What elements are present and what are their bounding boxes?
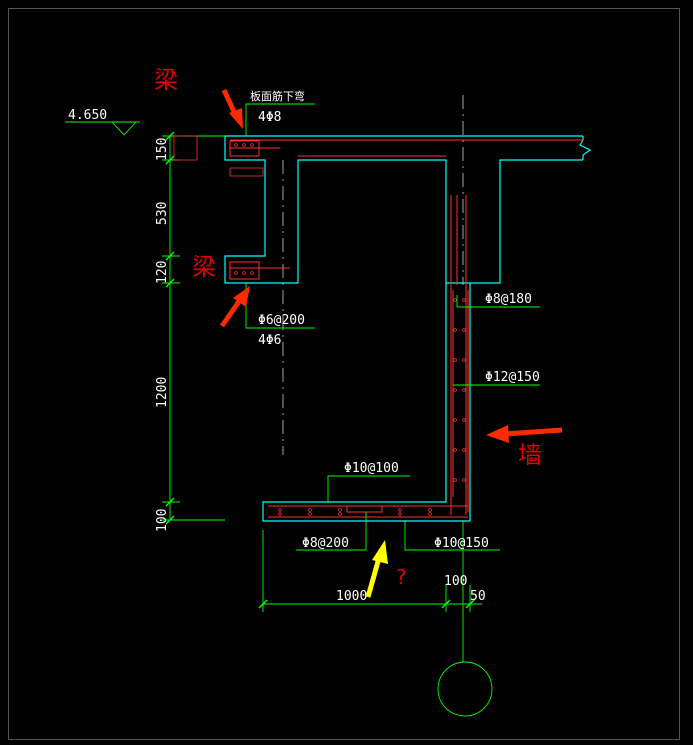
rebar-labels: 板面筋下弯 4Φ8 Φ6@200 4Φ6 Φ8@180 Φ12@150 Φ10@…: [250, 89, 540, 551]
dim-530: 530: [155, 202, 170, 225]
dim-1000: 1000: [336, 589, 367, 604]
annotation-beam-mid: 梁: [192, 253, 216, 281]
annotation-question: ?: [396, 565, 407, 589]
concrete-outline: [224, 135, 592, 522]
dim-100-bottom: 100: [444, 574, 467, 589]
red-arrow-top-icon: [221, 88, 243, 129]
rebar: [229, 139, 583, 518]
slab-bot-bar-right-label: Φ10@150: [434, 536, 489, 551]
dimension-lines: [65, 103, 540, 717]
dim-1200: 1200: [155, 377, 170, 408]
bottom-bar-label: 4Φ6: [258, 333, 281, 348]
dimension-texts: 150 530 120 1200 100 1000 100 50 4.650: [68, 108, 486, 604]
red-arrow-mid-icon: [219, 286, 250, 328]
slab-note: 板面筋下弯: [250, 89, 305, 103]
dim-120: 120: [155, 261, 170, 284]
annotations: 梁 梁 墙 ?: [154, 66, 542, 589]
slab-bot-bar-left-label: Φ8@200: [302, 536, 349, 551]
stirrup-label: Φ6@200: [258, 313, 305, 328]
arrows: [219, 88, 563, 598]
dim-150: 150: [155, 138, 170, 161]
center-lines: [282, 95, 464, 455]
dimension-ticks: [165, 131, 475, 609]
wall-vert-bar-label: Φ12@150: [485, 370, 540, 385]
red-arrow-wall-icon: [486, 425, 563, 443]
wall-horiz-bar-label: Φ8@180: [485, 292, 532, 307]
annotation-wall: 墙: [518, 441, 542, 469]
dim-50: 50: [470, 589, 486, 604]
slab-top-bar-label: Φ10@100: [344, 461, 399, 476]
elevation-label: 4.650: [68, 108, 107, 123]
top-bar-label: 4Φ8: [258, 110, 281, 125]
rebar-dots: [234, 143, 466, 516]
beam-section-mark: [173, 135, 264, 177]
annotation-beam-top: 梁: [154, 66, 178, 94]
yellow-arrow-icon: [365, 540, 388, 598]
dim-100-left: 100: [155, 509, 170, 532]
